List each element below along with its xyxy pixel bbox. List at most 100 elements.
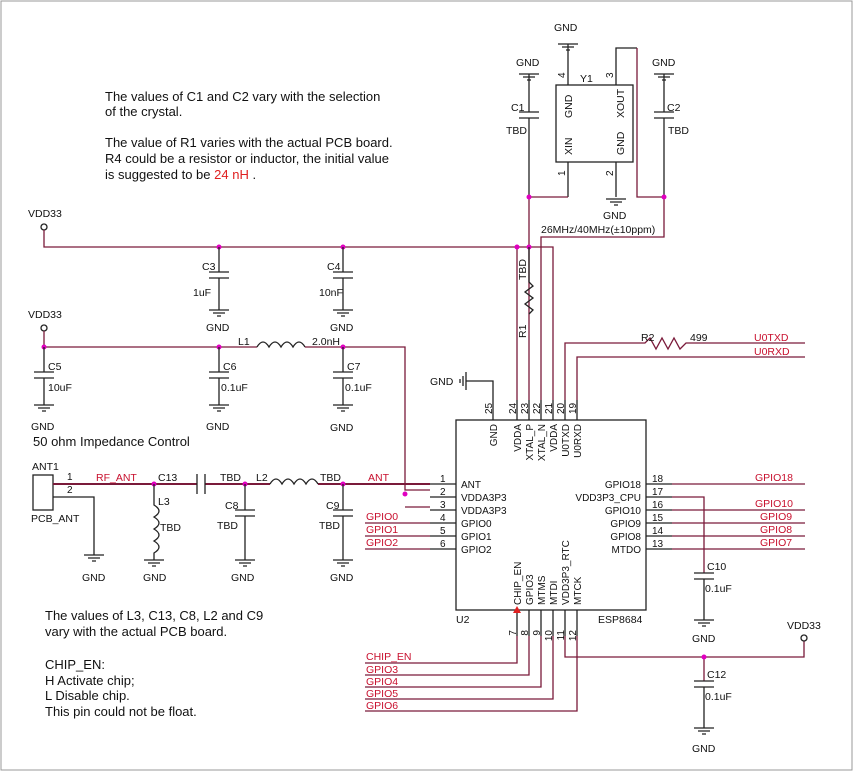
gnd-symbol-c8 (235, 559, 255, 567)
gnd-symbol-c10 (694, 619, 714, 627)
chip-pin-22-number: 22 (532, 402, 543, 414)
u0rxd-net (576, 356, 805, 400)
note-chipen-float: This pin could not be float. (45, 704, 197, 719)
net-label-gpio4: GPIO4 (366, 676, 398, 688)
net-label-gpio6: GPIO6 (366, 700, 398, 712)
gnd-label-c1: GND (516, 57, 540, 69)
capacitor-c10-value: 0.1uF (705, 583, 732, 595)
gnd-symbol-c7 (333, 404, 353, 412)
gnd-label-c6: GND (206, 421, 230, 433)
chip-pin-7-number: 7 (508, 630, 519, 636)
note-rf-line1: The values of L3, C13, C8, L2 and C9 (45, 608, 263, 623)
chip-en-net (365, 636, 518, 664)
chip-pin-9-name: MTMS (537, 575, 548, 605)
junction-vdda3p3 (402, 491, 408, 497)
impedance-note: 50 ohm Impedance Control (33, 434, 190, 449)
chip-pin-14-number: 14 (652, 526, 664, 537)
crystal-y1-ref: Y1 (580, 73, 593, 85)
chip-pin-20-name: U0TXD (561, 424, 572, 457)
chip-pin-6-number: 6 (440, 539, 446, 550)
vdd33-label-right: VDD33 (787, 620, 821, 632)
chip-pins: 1ANT2VDDA3P33VDDA3P34GPIO05GPIO16GPIO218… (430, 400, 672, 641)
antenna-ant1-ref: ANT1 (32, 461, 59, 473)
capacitor-c12-ref: C12 (707, 669, 726, 681)
resistor-r2-ref: R2 (641, 332, 655, 344)
inductor-l1-value: 2.0nH (312, 336, 340, 348)
antenna-pin1: 1 (67, 472, 73, 483)
gnd-symbol-y1 (558, 43, 578, 51)
chip-pin-16-name: GPIO10 (605, 506, 642, 517)
crystal-frequency: 26MHz/40MHz(±10ppm) (541, 224, 655, 236)
capacitor-c5-value: 10uF (48, 382, 72, 394)
gnd-label-l3: GND (143, 572, 167, 584)
chip-pin-15-name: GPIO9 (610, 519, 641, 530)
chip-pin-24-name: VDDA (513, 424, 524, 452)
net-label-u0rxd: U0RXD (754, 346, 790, 358)
crystal-gnd-pin-label: GND (563, 94, 575, 118)
capacitor-c4 (333, 247, 353, 310)
gnd-label-ant: GND (82, 572, 106, 584)
chip-pin-12-name: MTCK (573, 576, 584, 605)
inductor-l2-ref: L2 (256, 472, 268, 484)
crystal-pin-stubs (567, 47, 637, 197)
chip-pin-20-number: 20 (556, 402, 567, 414)
capacitor-c7-ref: C7 (347, 361, 361, 373)
gnd-symbol-y1-bottom (606, 198, 626, 206)
gnd-label-y1: GND (554, 22, 578, 34)
gnd-label-c10: GND (692, 633, 716, 645)
chip-pin-11-name: VDD3P3_RTC (561, 540, 572, 605)
net-label-gpio3: GPIO3 (366, 664, 398, 676)
chip-pin-7-name: CHIP_EN (513, 562, 524, 605)
vdd33-label-mid: VDD33 (28, 309, 62, 321)
resistor-r2-value: 499 (690, 332, 708, 344)
chip-pin-1-name: ANT (461, 480, 481, 491)
crystal-y1-body (555, 84, 634, 163)
capacitor-c13-ref: C13 (158, 472, 177, 484)
capacitor-c2-ref: C2 (667, 102, 681, 114)
junction-xin (526, 194, 532, 200)
chip-pin-21-number: 21 (544, 402, 555, 414)
net-label-gpio10: GPIO10 (755, 498, 793, 510)
gnd-symbol-c1 (519, 73, 539, 81)
crystal-gnd2-label: GND (615, 131, 627, 155)
chip-u2-ref: U2 (456, 614, 470, 626)
chip-pin-2-number: 2 (440, 487, 446, 498)
capacitor-c12 (694, 680, 714, 728)
chip-pin-23-number: 23 (520, 402, 531, 414)
capacitor-c8-ref: C8 (225, 500, 239, 512)
chip-pin-2-name: VDDA3P3 (461, 493, 507, 504)
gnd-symbol-c2 (654, 73, 674, 81)
gpio4-net (365, 636, 542, 688)
gnd-symbol-c4 (333, 309, 353, 317)
gnd-label-c5: GND (31, 421, 55, 433)
capacitor-c1-value: TBD (506, 125, 527, 137)
capacitor-c3-value: 1uF (193, 287, 211, 299)
crystal-pin4: 4 (557, 72, 568, 78)
chip-pin-19-number: 19 (568, 402, 579, 414)
gnd-label-c2: GND (652, 57, 676, 69)
chip-pin-25-number: 25 (484, 402, 495, 414)
gnd-symbol-c5 (34, 404, 54, 412)
net-label-chip-en: CHIP_EN (366, 651, 412, 663)
chip-pin-10-name: MTDI (549, 581, 560, 605)
left-gpio-nets (365, 522, 430, 550)
note-r1-line1: The value of R1 varies with the actual P… (105, 135, 393, 150)
junction-vdda (514, 244, 520, 250)
net-label-rf-ant: RF_ANT (96, 472, 137, 484)
vdd33-symbol-mid (40, 324, 48, 332)
capacitor-c3 (209, 247, 229, 310)
inductor-l2 (269, 478, 319, 486)
capacitor-c10 (694, 572, 714, 620)
crystal-pin2: 2 (605, 170, 616, 176)
net-label-u0txd: U0TXD (754, 332, 789, 344)
chip-pin-18-number: 18 (652, 474, 664, 485)
net-label-gpio9: GPIO9 (760, 511, 792, 523)
gnd-label-c3: GND (206, 322, 230, 334)
chip-pin-4-name: GPIO0 (461, 519, 492, 530)
resistor-r1-value: TBD (517, 259, 529, 280)
net-label-gpio1: GPIO1 (366, 524, 398, 536)
inductor-l1-ref: L1 (238, 336, 250, 348)
crystal-pin1: 1 (557, 170, 568, 176)
chip-pin-12-number: 12 (568, 630, 579, 642)
